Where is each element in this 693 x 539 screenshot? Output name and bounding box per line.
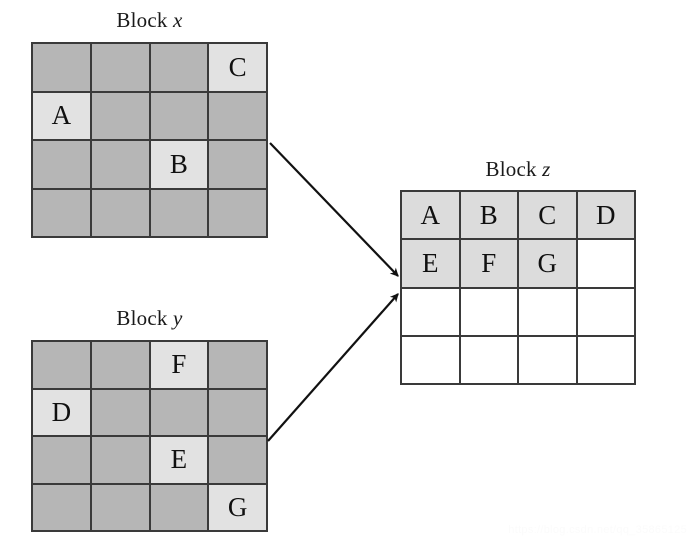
grid-cell-empty: [150, 44, 208, 91]
grid-cell-empty: [460, 336, 517, 383]
grid-cell-F: F: [150, 342, 208, 388]
watermark: https://blog.csdn.net/qq_35865125: [508, 524, 687, 536]
grid-cell-empty: [150, 189, 208, 236]
grid-cell-empty: [209, 141, 266, 188]
grid-cell-empty: [33, 484, 90, 530]
grid-cell-empty: [577, 240, 634, 287]
grid-cell-F: F: [460, 240, 517, 287]
block-y-title: Block y: [31, 306, 268, 331]
grid-cell-empty: [33, 189, 90, 236]
grid-cell-empty: [150, 389, 208, 435]
grid-cell-C: C: [209, 44, 266, 91]
grid-cell-empty: [33, 437, 90, 483]
grid-cell-empty: [402, 288, 459, 335]
grid-cell-empty: [209, 92, 266, 139]
grid-cell-empty: [91, 44, 149, 91]
block-x-title-prefix: Block: [116, 8, 168, 32]
grid-cell-empty: [33, 44, 90, 91]
grid-cell-empty: [91, 342, 149, 388]
grid-cell-empty: [150, 484, 208, 530]
grid-cell-empty: [91, 389, 149, 435]
grid-cell-empty: [91, 437, 149, 483]
grid-cell-empty: [33, 141, 90, 188]
grid-cell-empty: [577, 336, 634, 383]
block-y-title-variable: y: [173, 306, 183, 330]
grid-cell-empty: [460, 288, 517, 335]
grid-cell-empty: [91, 92, 149, 139]
arrow-y-to-z: [267, 293, 399, 442]
grid-cell-E: E: [402, 240, 459, 287]
grid-cell-D: D: [33, 389, 90, 435]
block-z-title: Block z: [400, 157, 636, 182]
grid-cell-C: C: [519, 192, 576, 239]
grid-cell-empty: [150, 92, 208, 139]
block-x-title: Block x: [31, 8, 268, 33]
block-z-title-variable: z: [542, 157, 551, 181]
grid-cell-B: B: [150, 141, 208, 188]
grid-cell-empty: [91, 141, 149, 188]
grid-cell-G: G: [209, 484, 266, 530]
grid-cell-empty: [519, 288, 576, 335]
block-z-title-prefix: Block: [485, 157, 537, 181]
grid-cell-B: B: [460, 192, 517, 239]
grid-cell-empty: [91, 484, 149, 530]
grid-cell-empty: [402, 336, 459, 383]
grid-cell-D: D: [577, 192, 634, 239]
block-x-title-variable: x: [173, 8, 183, 32]
grid-cell-empty: [209, 342, 266, 388]
grid-cell-empty: [209, 189, 266, 236]
grid-cell-empty: [33, 342, 90, 388]
grid-cell-E: E: [150, 437, 208, 483]
block-x-grid: C A B: [31, 42, 268, 238]
grid-cell-A: A: [33, 92, 90, 139]
grid-cell-empty: [577, 288, 634, 335]
grid-cell-empty: [209, 389, 266, 435]
grid-cell-empty: [519, 336, 576, 383]
block-y-title-prefix: Block: [116, 306, 168, 330]
grid-cell-A: A: [402, 192, 459, 239]
arrow-x-to-z: [269, 142, 399, 277]
grid-cell-empty: [209, 437, 266, 483]
grid-cell-G: G: [519, 240, 576, 287]
grid-cell-empty: [91, 189, 149, 236]
